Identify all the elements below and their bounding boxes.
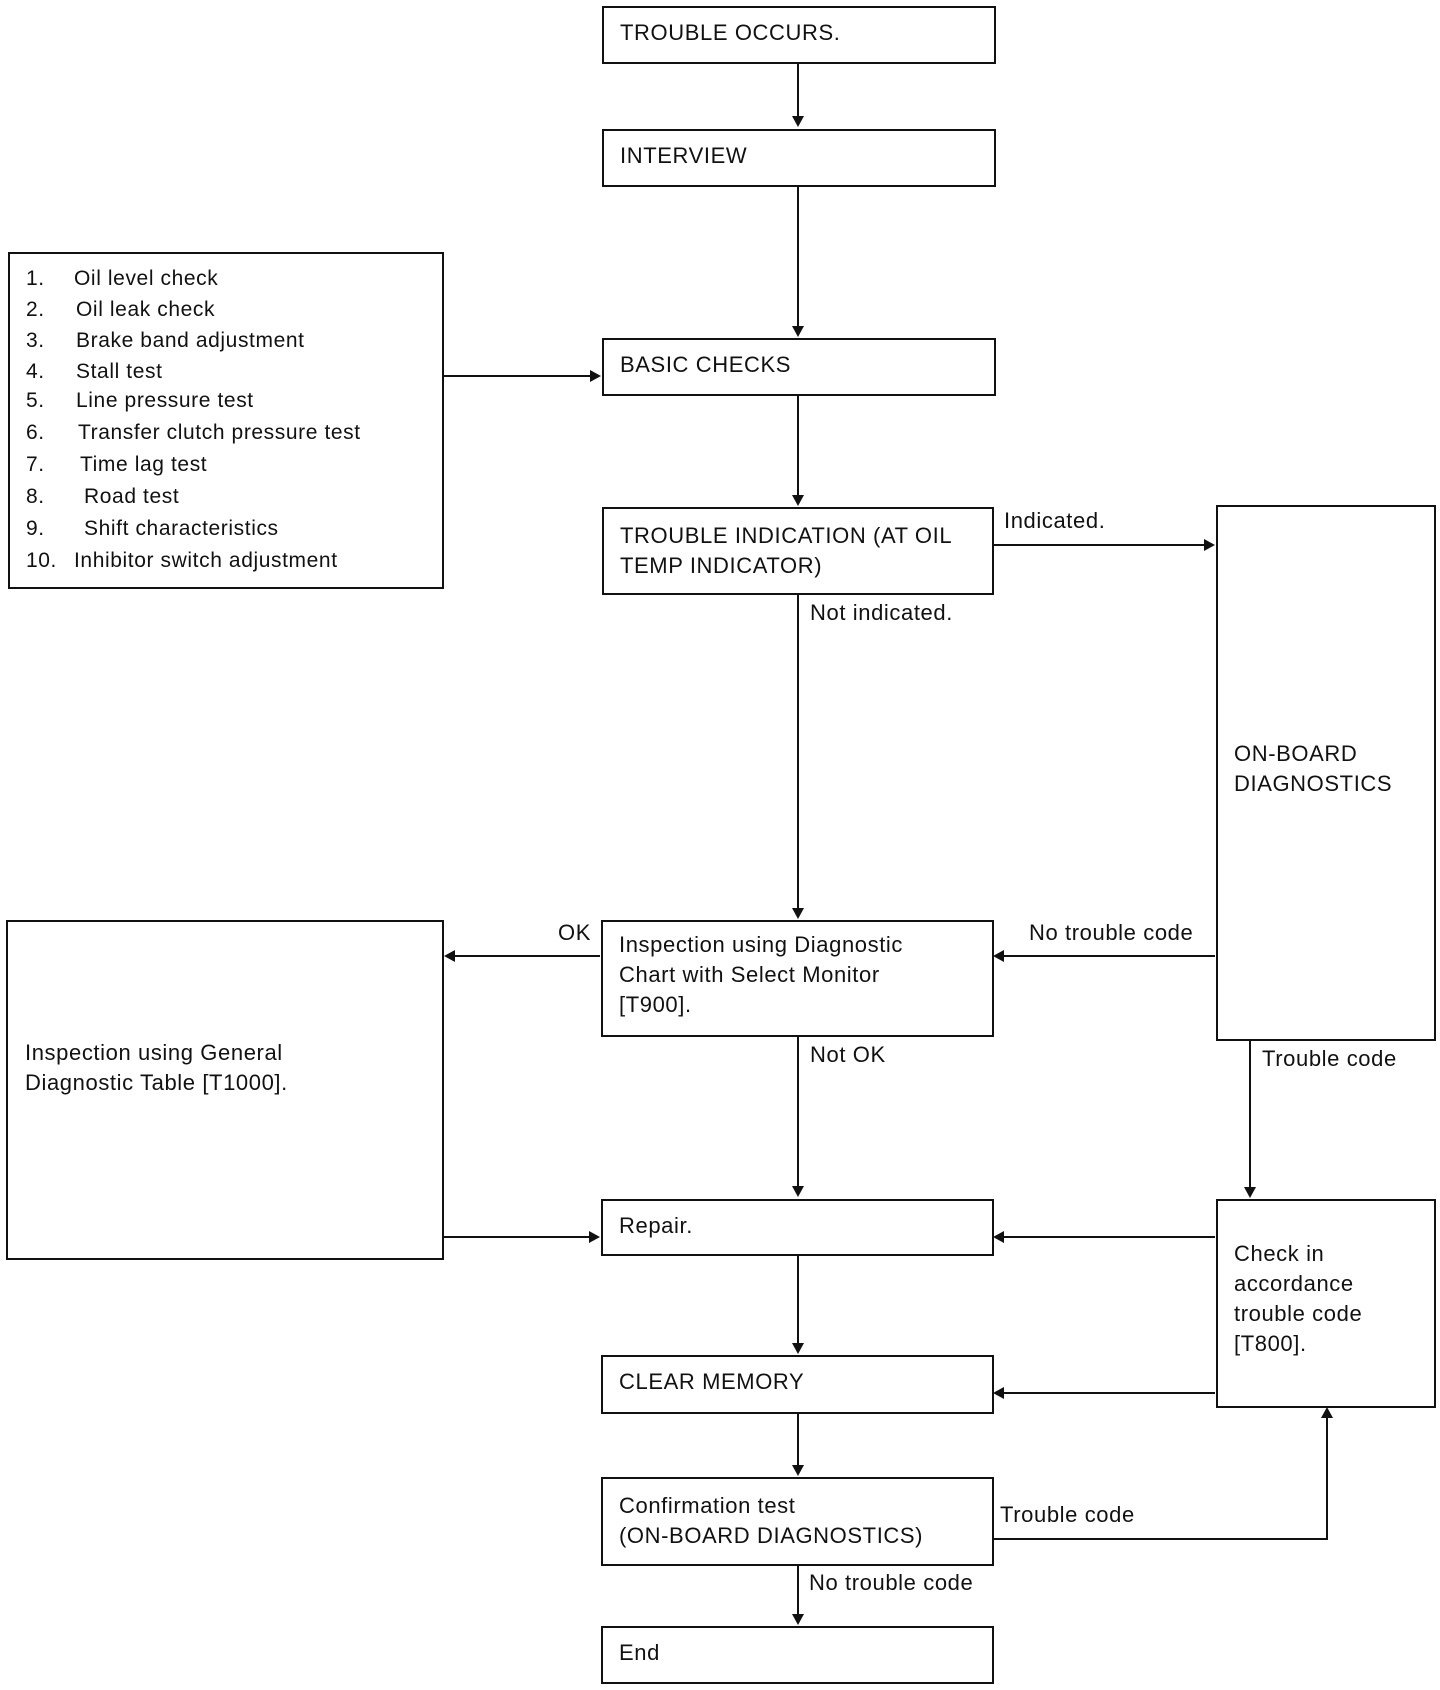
node-inspection-general-text: Inspection using General Diagnostic Tabl… [25, 1040, 288, 1095]
label-not-indicated: Not indicated. [810, 600, 953, 625]
checklist-item-number: 5. [26, 389, 45, 412]
checklist-item-text: Shift characteristics [84, 517, 279, 540]
node-trouble-indication-text: TROUBLE INDICATION (AT OIL TEMP INDICATO… [620, 523, 953, 578]
node-trouble-occurs: TROUBLE OCCURS. [602, 6, 996, 64]
node-clear-memory-text: CLEAR MEMORY [619, 1369, 805, 1394]
checklist-item-number: 8. [26, 485, 45, 508]
node-trouble-occurs-text: TROUBLE OCCURS. [620, 20, 841, 45]
node-clear-memory: CLEAR MEMORY [601, 1355, 994, 1414]
arrowhead-check [1244, 1187, 1256, 1198]
checklist-item-number: 2. [26, 298, 45, 321]
arrowhead-repair [792, 1186, 804, 1197]
checklist-item-text: Oil level check [74, 267, 219, 290]
label-trouble-code-1: Trouble code [1262, 1046, 1397, 1071]
connector-confirm-trouble-code [994, 1418, 1328, 1540]
arrowhead-onboard [1204, 539, 1215, 551]
node-repair: Repair. [601, 1199, 994, 1256]
checklist-item: 3. Brake band adjustment [26, 328, 305, 354]
label-no-trouble-code-2: No trouble code [809, 1570, 974, 1595]
arrowhead-general [444, 950, 455, 962]
arrowhead-inspection [792, 908, 804, 919]
checklist-item-text: Time lag test [80, 453, 208, 476]
arrowhead-check-clear [993, 1387, 1004, 1399]
checklist-item-text: Transfer clutch pressure test [78, 421, 361, 444]
arrowhead-end [792, 1614, 804, 1625]
arrowhead-clear [792, 1343, 804, 1354]
checklist-item: 2. Oil leak check [26, 297, 215, 323]
node-inspection-general: Inspection using General Diagnostic Tabl… [6, 920, 444, 1260]
node-end: End [601, 1626, 994, 1684]
checklist-item-text: Brake band adjustment [76, 329, 305, 352]
node-onboard-diagnostics-text: ON-BOARD DIAGNOSTICS [1234, 741, 1393, 796]
node-confirmation-test-text: Confirmation test (ON-BOARD DIAGNOSTICS) [619, 1493, 924, 1548]
checklist-item-text: Line pressure test [76, 389, 254, 412]
arrowhead-confirm [792, 1465, 804, 1476]
arrowhead-confirm-check [1321, 1407, 1333, 1418]
label-indicated: Indicated. [1004, 508, 1106, 533]
checklist-item: 6. Transfer clutch pressure test [26, 420, 361, 446]
checklist-item-number: 1. [26, 267, 45, 290]
checklist-item: 9. Shift characteristics [26, 516, 279, 542]
checklist-item-text: Stall test [76, 360, 163, 383]
checklist-item-text: Oil leak check [76, 298, 216, 321]
basic-checks-list: 1. Oil level check 2. Oil leak check 3. Brake… [8, 252, 444, 589]
node-interview-text: INTERVIEW [620, 143, 748, 168]
arrowhead-checklist-basic [590, 370, 601, 382]
checklist-item: 1. Oil level check [26, 266, 218, 292]
checklist-item: 8. Road test [26, 484, 179, 510]
checklist-item: 7. Time lag test [26, 452, 207, 478]
node-inspection-select-monitor: Inspection using Diagnostic Chart with S… [601, 920, 994, 1037]
checklist-item-text: Road test [84, 485, 180, 508]
arrowhead-interview [792, 116, 804, 127]
label-no-trouble-code-1: No trouble code [1029, 920, 1194, 945]
node-basic-checks-text: BASIC CHECKS [620, 352, 792, 377]
node-basic-checks: BASIC CHECKS [602, 338, 996, 396]
arrowhead-basic [792, 326, 804, 337]
checklist-item-number: 9. [26, 517, 45, 540]
node-end-text: End [619, 1640, 660, 1665]
node-interview: INTERVIEW [602, 129, 996, 187]
checklist-item-number: 7. [26, 453, 45, 476]
checklist-item: 5. Line pressure test [26, 388, 254, 414]
arrowhead-no-trouble-code [993, 950, 1004, 962]
checklist-item: 10. Inhibitor switch adjustment [26, 548, 338, 574]
checklist-item-number: 3. [26, 329, 45, 352]
checklist-item-number: 6. [26, 421, 45, 444]
node-onboard-diagnostics: ON-BOARD DIAGNOSTICS [1216, 505, 1436, 1041]
label-trouble-code-2: Trouble code [1000, 1502, 1135, 1527]
node-trouble-indication: TROUBLE INDICATION (AT OIL TEMP INDICATO… [602, 507, 994, 595]
checklist-item: 4. Stall test [26, 359, 163, 385]
node-repair-text: Repair. [619, 1213, 693, 1238]
arrowhead-indication [792, 495, 804, 506]
node-check-trouble-code: Check in accordance trouble code [T800]. [1216, 1199, 1436, 1408]
checklist-item-text: Inhibitor switch adjustment [74, 549, 338, 572]
node-inspection-select-monitor-text: Inspection using Diagnostic Chart with S… [619, 932, 904, 1017]
arrowhead-check-repair [993, 1231, 1004, 1243]
label-ok: OK [558, 920, 591, 945]
label-not-ok: Not OK [810, 1042, 886, 1067]
checklist-item-number: 4. [26, 360, 45, 383]
node-confirmation-test: Confirmation test (ON-BOARD DIAGNOSTICS) [601, 1477, 994, 1566]
checklist-item-number: 10. [26, 549, 57, 572]
node-check-trouble-code-text: Check in accordance trouble code [T800]. [1234, 1241, 1363, 1356]
arrowhead-general-repair [589, 1231, 600, 1243]
